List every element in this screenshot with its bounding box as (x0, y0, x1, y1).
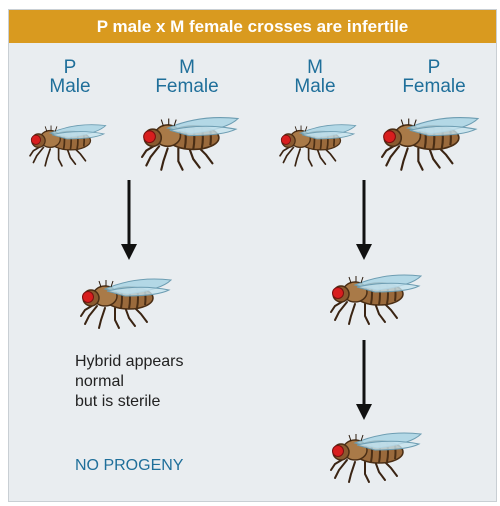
parent-label-m-male: M Male (280, 58, 350, 96)
banner-title: P male x M female crosses are infertile (9, 10, 496, 43)
parent-sex: Female (393, 77, 475, 96)
fruit-fly-icon (325, 426, 425, 486)
parent-strain: P (35, 58, 105, 77)
parent-label-p-male: P Male (35, 58, 105, 96)
fruit-fly-icon (25, 118, 109, 170)
parent-strain: M (280, 58, 350, 77)
parent-sex: Female (145, 77, 229, 96)
parent-label-m-female: M Female (145, 58, 229, 96)
hybrid-note-line: normal (75, 372, 184, 392)
arrow-down-icon (354, 180, 374, 262)
no-progeny-label: NO PROGENY (75, 457, 183, 475)
fruit-fly-icon (325, 268, 425, 328)
parent-sex: Male (280, 77, 350, 96)
fruit-fly-icon (275, 118, 359, 170)
hybrid-note-line: Hybrid appears (75, 352, 184, 372)
parent-strain: P (393, 58, 475, 77)
fruit-fly-icon (75, 272, 175, 332)
arrow-down-icon (354, 340, 374, 422)
hybrid-note-line: but is sterile (75, 392, 184, 412)
hybrid-note: Hybrid appears normal but is sterile (75, 352, 184, 412)
parent-label-p-female: P Female (393, 58, 475, 96)
parent-strain: M (145, 58, 229, 77)
fruit-fly-icon (135, 110, 243, 174)
parent-sex: Male (35, 77, 105, 96)
fruit-fly-icon (375, 110, 483, 174)
diagram-panel: P male x M female crosses are infertile … (8, 9, 497, 502)
arrow-down-icon (119, 180, 139, 262)
